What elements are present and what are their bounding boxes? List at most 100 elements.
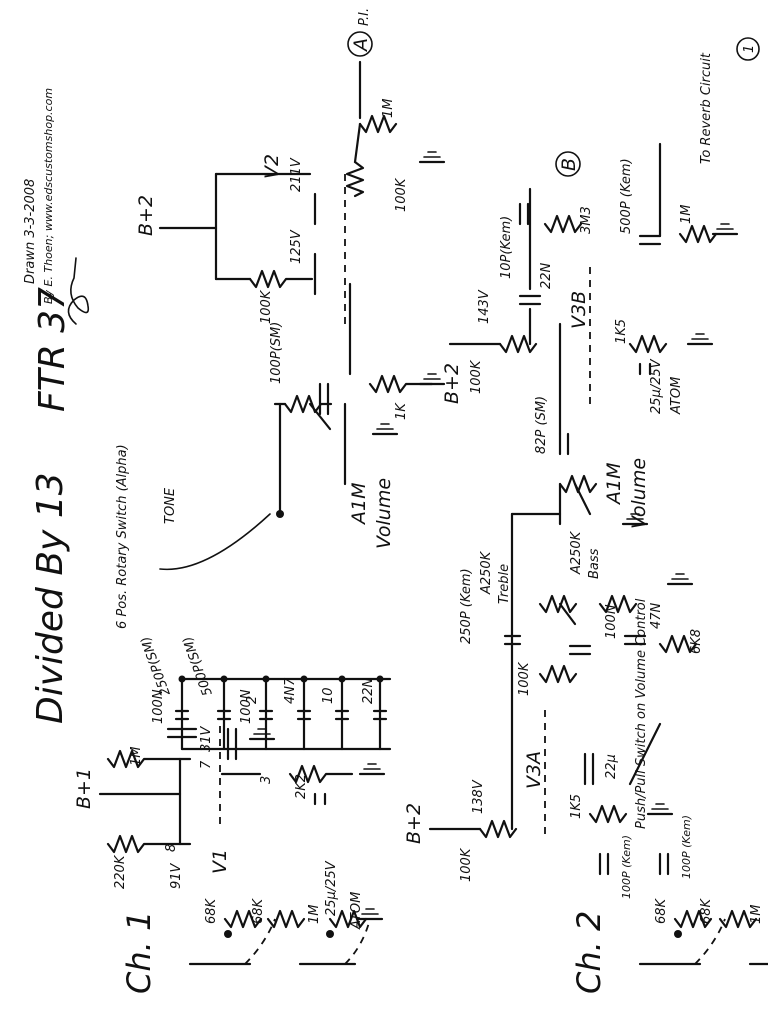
- v3b-reverb-resistor-label: 1M: [679, 205, 694, 225]
- ch1-jack-link-1: [244, 918, 276, 965]
- v3b-feedback-resistor-label: 3M3: [579, 206, 594, 234]
- ch1-input-dot-1: [224, 930, 232, 938]
- v3a-cathode-ground: [646, 802, 674, 816]
- v2-bright-cap-label: 100P(SM): [269, 322, 284, 384]
- tone-stack-ground: [666, 572, 694, 586]
- svg-text:10: 10: [321, 687, 336, 704]
- drawn-by: By E. Thoen; www.edscustomshop.com: [42, 88, 55, 304]
- ch2-input-dot-1: [674, 930, 682, 938]
- v3a-cathode-resistor-label: 1K5: [569, 794, 584, 819]
- v2-lower-voltage: 125V: [289, 229, 304, 264]
- v2-volume-pot-label: A1M: [348, 483, 370, 526]
- tone-stack-cap-label: 250P (Kem): [459, 568, 474, 644]
- v1-pin3: 3: [259, 776, 274, 784]
- v1-plate-resistor-a: [106, 834, 192, 854]
- tone-cap-6: 22N: [361, 675, 388, 751]
- offpage-b: B: [558, 158, 580, 171]
- v2-tube-label: V2: [261, 154, 283, 179]
- v3a-grid-resistor-b-label: 68K: [699, 897, 714, 924]
- v3a-grid-leak-label: 1M: [749, 905, 764, 925]
- v3b-plate-resistor-label: 100K: [469, 359, 484, 394]
- v1-bypass-cap-label: 100N: [239, 689, 254, 724]
- offpage-a-circle: [347, 31, 373, 57]
- svg-text:22N: 22N: [361, 677, 376, 704]
- v3a-tube-label: V3A: [523, 751, 545, 789]
- v3a-plate-resistor: [478, 819, 518, 839]
- tone-cap-5: 10: [321, 675, 350, 751]
- ch2-label: Ch. 2: [570, 911, 608, 994]
- ch1-label: Ch. 1: [120, 911, 158, 994]
- tone-switch-label: 6 Pos. Rotary Switch (Alpha): [115, 444, 130, 629]
- reverb-destination: To Reverb Circuit: [699, 52, 714, 164]
- v3a-bright-cap-a-label: 100P (Kem): [620, 835, 633, 899]
- b2-bottom-label: B+2: [403, 803, 425, 844]
- v2-volume-pot: [283, 394, 333, 414]
- v1-plate-resistor-b: [106, 749, 192, 769]
- treble-pot-label: A250K: [479, 550, 494, 595]
- tone-label: TONE: [163, 487, 178, 524]
- tone-stack-slope-resistor-label: 6K8: [689, 629, 704, 654]
- v3a-grid-resistor-a-label: 68K: [654, 897, 669, 924]
- v2-upper-voltage: 211V: [289, 157, 304, 192]
- tone-stack-bass-cap-label: 100N: [604, 604, 619, 639]
- tone-stack-mid-cap-label: 47N: [649, 602, 664, 629]
- v1-pin8: 8: [164, 844, 179, 852]
- v1-grid-leak-label: 1M: [307, 905, 322, 925]
- v3b-bright-cap-label: 82P (SM): [534, 396, 549, 454]
- v1-grid-resistor-b: [266, 909, 306, 929]
- schematic-drawing: Divided By 13 FTR 37 Drawn 3-3-2008 By E…: [23, 8, 768, 994]
- v3b-plate-voltage: 143V: [477, 289, 492, 324]
- v3a-bright-cap-b-label: 100P (Kem): [680, 815, 693, 879]
- ch1-input-dot-2: [326, 930, 334, 938]
- v2-cathode-resistor: [368, 374, 434, 394]
- v3a-switch-note: Push/Pull Switch on Volume Control: [634, 598, 649, 829]
- b1-label: B+1: [73, 768, 95, 809]
- svg-text:250P(SM): 250P(SM): [138, 634, 173, 698]
- v1-plate-voltage: 91V: [169, 862, 184, 889]
- v2-output-wire: [353, 122, 362, 164]
- ch1-jack-link-2: [344, 918, 371, 965]
- v1-cathode-resistor-label: 2K2: [294, 774, 309, 799]
- v2-volume-wiper: [308, 402, 332, 431]
- v1-grid-resistor-b-label: 68K: [251, 897, 266, 924]
- tone-cap-3: 2: [245, 675, 274, 751]
- v2-cathode-resistor-label: 1K: [394, 402, 409, 420]
- v1-cathode-ground: [358, 762, 386, 776]
- treble-wiper: [558, 602, 577, 626]
- v2-grid-resistor: [345, 160, 365, 198]
- treble-pot: [538, 594, 578, 614]
- bass-pot: [598, 594, 638, 614]
- v3a-switch-wire: [628, 722, 662, 786]
- v2-plate-resistor: [248, 269, 314, 289]
- page-number-circle: [736, 37, 760, 61]
- v3a-bypass-cap-label: 22μ: [604, 754, 619, 779]
- v1-cathode-resistor: [288, 764, 354, 784]
- v1-grid-resistor-a: [223, 909, 263, 929]
- v2-output-resistor: [358, 114, 398, 134]
- v3b-coupling-cap-label: 22N: [539, 262, 554, 289]
- treble-label: Treble: [497, 564, 512, 604]
- v3b-cathode-ground: [686, 332, 714, 346]
- v3b-atom-label: ATOM: [669, 377, 684, 415]
- v3b-feedback-resistor: [543, 214, 583, 234]
- b2-mid-label: B+2: [441, 363, 463, 404]
- model-label: FTR 37: [32, 287, 73, 412]
- b2-top-label: B+2: [135, 195, 157, 236]
- v3b-reverb-cap-label: 500P (Kem): [619, 158, 634, 234]
- v1-coupling-cap-label: 100N: [151, 689, 166, 724]
- v1-plate-resistor-b-label: 1M: [129, 747, 144, 767]
- tone-cap-4: 4N7: [283, 675, 312, 751]
- v3a-grid-resistor-a: [673, 909, 713, 929]
- tone-stack-mid-resistor: [538, 664, 578, 684]
- v1-bypass-ground: [248, 727, 276, 741]
- tone-stack-slope-resistor: [658, 634, 698, 654]
- v1-grid-leak: [328, 909, 368, 929]
- v3a-plate-resistor-label: 100K: [459, 847, 474, 882]
- offpage-a-target: P.I.: [357, 8, 372, 26]
- v2-plate-resistor-label: 100K: [259, 289, 274, 324]
- bass-label: Bass: [587, 548, 602, 579]
- v3b-cathode-resistor: [628, 334, 668, 354]
- v3b-cathode-resistor-label: 1K5: [614, 319, 629, 344]
- v3b-cathode-cap-label: 25μ/25V: [649, 358, 664, 414]
